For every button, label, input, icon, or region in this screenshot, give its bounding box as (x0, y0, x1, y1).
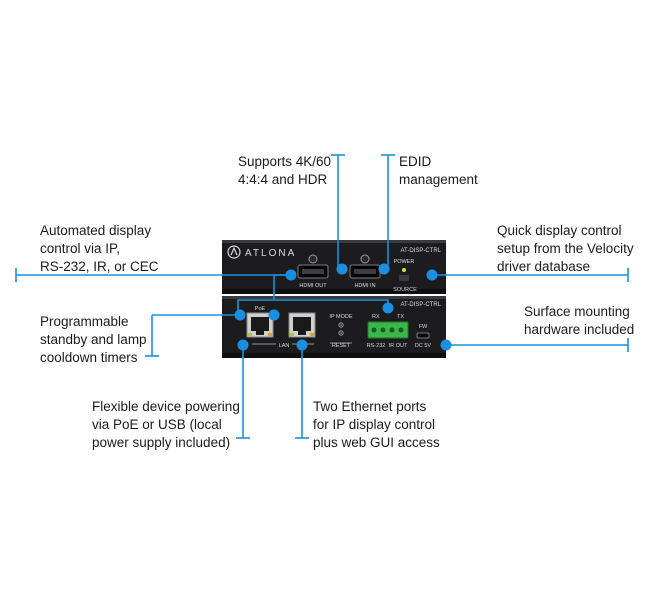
ip-mode-button (338, 322, 344, 328)
callout-line: control via IP, (40, 241, 121, 256)
callout-programmable: Programmable standby and lamp cooldown t… (40, 313, 147, 367)
callout-dot (440, 339, 452, 351)
callout-line: Two Ethernet ports (313, 399, 427, 414)
screw-icon (308, 254, 318, 264)
tx-label: TX (397, 314, 404, 320)
ip-mode-label: IP MODE (329, 314, 352, 320)
callout-line: Programmable (40, 314, 129, 329)
device-bottom-unit: AT-DISP-CTRL PoE LAN IP MODE RESET RX TX… (222, 296, 446, 358)
atlona-logo-icon (227, 245, 241, 259)
hdmi-out-label: HDMI OUT (299, 283, 327, 289)
rs232-label: RS-232 (367, 343, 386, 349)
source-label: SOURCE (393, 287, 417, 293)
callout-dot (296, 339, 308, 351)
reset-label: RESET (332, 343, 351, 349)
callout-line: RS-232, IR, or CEC (40, 259, 159, 274)
poe-label: PoE (255, 306, 266, 312)
callout-dot (285, 269, 297, 281)
callout-line: Supports 4K/60 (238, 154, 332, 169)
callout-line: 4:4:4 and HDR (238, 172, 328, 187)
power-label: POWER (394, 259, 415, 265)
dc5v-label: DC 5V (415, 343, 432, 349)
callout-hdmi-support: Supports 4K/60 4:4:4 and HDR (238, 153, 331, 189)
callout-line: Surface mounting (524, 304, 630, 319)
device-top-unit: ATLONA AT-DISP-CTRL HDMI OUT HDMI IN POW… (222, 240, 446, 294)
source-button (399, 275, 409, 281)
callout-dot (426, 269, 438, 281)
callout-line: cooldown timers (40, 350, 138, 365)
ir-out-label: IR OUT (389, 343, 408, 349)
callout-line: hardware included (524, 322, 635, 337)
callout-line: EDID (399, 154, 432, 169)
callout-dot (378, 263, 390, 275)
fw-label: FW (419, 324, 428, 330)
callout-line: setup from the Velocity (497, 241, 634, 256)
callout-ethernet-ports: Two Ethernet ports for IP display contro… (313, 398, 440, 452)
leader-lines (15, 154, 629, 439)
callout-line: management (399, 172, 478, 187)
callout-line: via PoE or USB (local (92, 417, 222, 432)
bottom-model-label: AT-DISP-CTRL (400, 302, 441, 308)
callout-line: plus web GUI access (313, 435, 440, 450)
callout-dot (237, 339, 249, 351)
callout-line: Flexible device powering (92, 399, 240, 414)
hdmi-in-label: HDMI IN (354, 283, 375, 289)
callout-quick-control: Quick display control setup from the Vel… (497, 222, 634, 276)
terminal-block-connector (367, 321, 409, 339)
usb-port (416, 332, 430, 339)
callout-automated-control: Automated display control via IP, RS-232… (40, 222, 159, 276)
callout-device-powering: Flexible device powering via PoE or USB … (92, 398, 240, 452)
callout-surface-mounting: Surface mounting hardware included (524, 303, 634, 339)
lan-label: LAN (279, 343, 290, 349)
callout-dot (382, 302, 394, 314)
brand-label: ATLONA (245, 248, 296, 259)
callout-line: standby and lamp (40, 332, 147, 347)
rx-label: RX (372, 314, 380, 320)
power-led-icon (402, 268, 406, 272)
callout-edid: EDID management (399, 153, 478, 189)
callout-line: power supply included) (92, 435, 231, 450)
screw-icon (360, 254, 370, 264)
callout-line: for IP display control (313, 417, 436, 432)
callout-line: Automated display (40, 223, 152, 238)
reset-button (338, 330, 344, 336)
callout-line: Quick display control (497, 223, 622, 238)
callout-line: driver database (497, 259, 591, 274)
callout-dot (268, 309, 280, 321)
callout-dots (234, 263, 452, 351)
callout-dot (234, 309, 246, 321)
callout-dot (336, 263, 348, 275)
top-model-label: AT-DISP-CTRL (400, 248, 441, 254)
